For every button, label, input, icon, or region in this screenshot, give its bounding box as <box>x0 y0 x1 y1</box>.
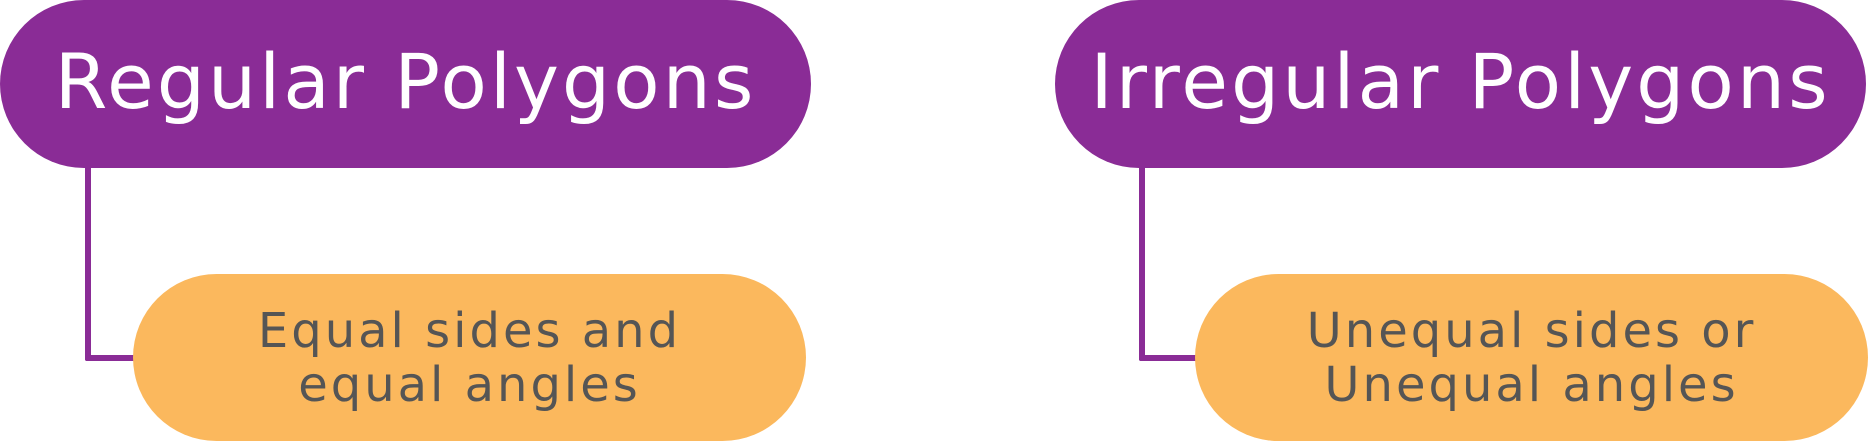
detail-irregular-line-2: Unequal angles <box>1324 356 1739 413</box>
detail-regular-polygons: Equal sides and equal angles <box>133 274 806 441</box>
header-regular-polygons: Regular Polygons <box>0 0 811 168</box>
header-irregular-title: Irregular Polygons <box>1090 36 1831 126</box>
connector-irregular <box>1139 160 1204 361</box>
header-regular-title: Regular Polygons <box>54 36 757 126</box>
detail-irregular-polygons: Unequal sides or Unequal angles <box>1195 274 1868 441</box>
header-irregular-polygons: Irregular Polygons <box>1055 0 1866 168</box>
detail-regular-line-1: Equal sides and <box>257 302 682 359</box>
detail-irregular-line-1: Unequal sides or <box>1306 302 1757 359</box>
detail-regular-line-2: equal angles <box>298 356 641 413</box>
connector-regular <box>85 160 140 361</box>
